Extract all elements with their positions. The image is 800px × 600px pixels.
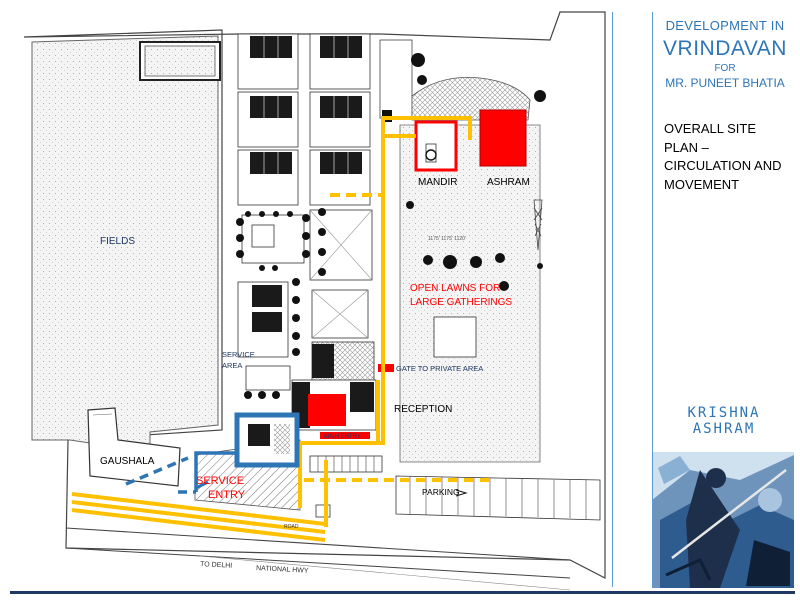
title-block: DEVELOPMENT IN VRINDAVAN FOR MR. PUNEET …	[655, 18, 795, 90]
parking-lot	[309, 455, 383, 473]
electric-tower	[533, 199, 543, 251]
label-service-entry-2: ENTRY	[208, 489, 246, 501]
ashram-building	[479, 109, 527, 167]
parking-stalls	[395, 475, 601, 521]
label-service-entry-1: SERVICE	[196, 475, 244, 487]
label-gaushala: GAUSHALA	[100, 456, 155, 467]
entry-marker	[320, 432, 370, 439]
label-main-entry: MAIN ENTRY	[324, 434, 361, 440]
label-service-area-2: AREA	[222, 361, 242, 370]
mandir-shrine	[425, 149, 437, 161]
label-road: ROAD	[284, 524, 299, 530]
lawn-plot	[433, 316, 477, 358]
national-highway	[65, 527, 571, 591]
gaushala-building	[87, 407, 181, 487]
garden-hatch	[411, 77, 531, 121]
highway-circulation	[71, 492, 326, 542]
title-line-2: VRINDAVAN	[663, 37, 787, 60]
title-line-1: DEVELOPMENT IN	[665, 18, 785, 33]
label-mandir: MANDIR	[418, 177, 457, 188]
title-line-4: MR. PUNEET BHATIA	[665, 76, 785, 90]
label-national-hwy: NATIONAL HWY	[256, 565, 309, 575]
reception-highlight	[308, 394, 346, 426]
subtitle-line: CIRCULATION AND	[664, 158, 782, 173]
sidebar-divider-left	[612, 12, 613, 587]
lawn-trees	[406, 53, 546, 291]
label-to-delhi: TO DELHI	[200, 561, 233, 570]
main-circulation-dashed	[298, 193, 490, 508]
krishna-painting	[652, 452, 794, 588]
label-gate: GATE TO PRIVATE AREA	[396, 364, 483, 373]
label-reception: RECEPTION	[394, 404, 452, 415]
plan-subtitle: OVERALL SITE PLAN – CIRCULATION AND MOVE…	[664, 120, 794, 194]
label-fields: FIELDS	[100, 236, 135, 247]
label-open-lawns-2: LARGE GATHERINGS	[410, 297, 512, 308]
sidebar-divider-right	[652, 12, 653, 587]
brand-title: KRISHNA ASHRAM	[687, 405, 761, 437]
approach-road	[379, 39, 413, 119]
service-circulation	[194, 412, 300, 492]
service-circulation-dashed	[125, 456, 196, 494]
lawn-dimension-text: 1175' 1175' 1120'	[428, 236, 466, 242]
label-parking: PARKING	[422, 487, 460, 497]
subtitle-line: OVERALL SITE	[664, 121, 756, 136]
label-service-area-1: SERVICE	[222, 350, 255, 359]
gate-marker	[378, 364, 394, 372]
subtitle-line: MOVEMENT	[664, 176, 740, 192]
bottom-rule	[10, 591, 795, 594]
main-circulation	[298, 116, 472, 527]
subtitle-line: PLAN –	[664, 139, 709, 155]
label-open-lawns-1: OPEN LAWNS FOR	[410, 283, 500, 294]
tree-rows	[236, 208, 355, 399]
title-line-3: FOR	[714, 63, 736, 74]
fields-area	[31, 35, 219, 453]
label-ashram: ASHRAM	[487, 177, 530, 188]
